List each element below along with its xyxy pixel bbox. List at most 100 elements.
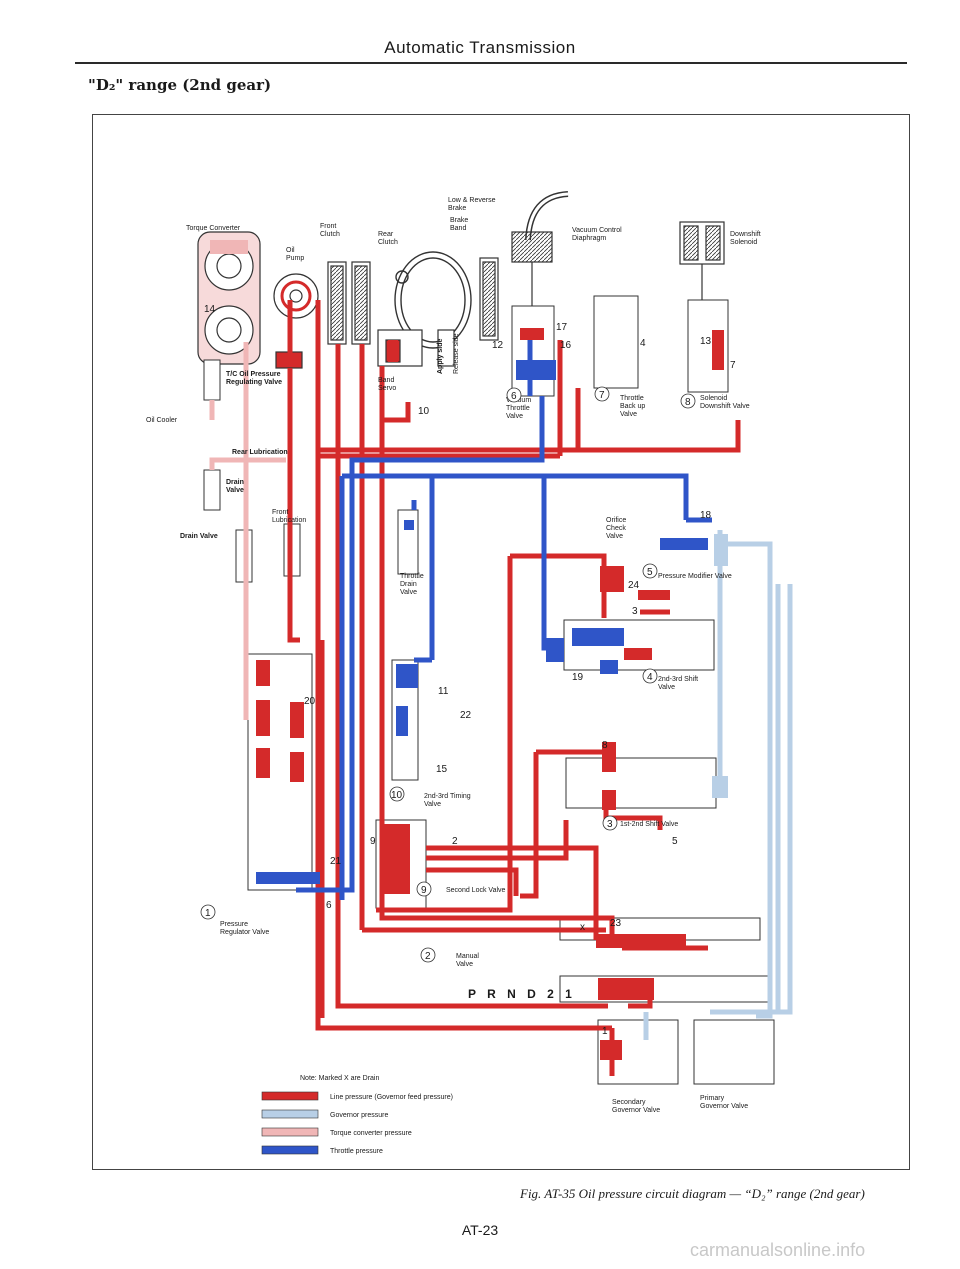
front-clutch (327, 261, 371, 345)
port-15-a: 15 (436, 764, 448, 775)
valve-number-2-circle (420, 947, 436, 963)
port-6-a: 6 (326, 900, 332, 911)
valve-number-5: 5 (647, 567, 653, 578)
port-23: 23 (610, 918, 622, 929)
valve-number-10: 10 (391, 790, 403, 801)
brake-band-drum (394, 251, 472, 349)
port-21: 21 (330, 856, 342, 867)
vacuum-control-diaphragm (511, 191, 569, 312)
valve-number-markers (200, 386, 696, 963)
valve-number-10-circle (389, 786, 405, 802)
diagram-frame (92, 114, 910, 1170)
legend-label-torque-converter-pressure: Torque converter pressure (330, 1130, 412, 1137)
valve-number-8-circle (680, 393, 696, 409)
port-16-a: 16 (560, 340, 572, 351)
line-pressure-circuit (287, 300, 741, 1076)
port-5-a: 5 (672, 836, 678, 847)
valve-number-7-circle (594, 386, 610, 402)
port-20: 20 (304, 696, 316, 707)
valve-number-5-circle (642, 563, 658, 579)
legend-label-throttle-pressure: Throttle pressure (330, 1148, 383, 1155)
port-12-a: 12 (492, 340, 504, 351)
legend-note: Note: Marked X are Drain (300, 1075, 379, 1082)
legend-swatch-line-pressure (261, 1091, 319, 1101)
port-numbers: 14 17 4 13 12 16 7 10 11 22 18 20 21 6 1… (204, 304, 736, 1037)
header-rule (75, 62, 907, 64)
valve-number-3: 3 (607, 819, 613, 830)
legend-swatch-throttle-pressure (261, 1145, 319, 1155)
torque-converter (197, 231, 261, 365)
drain-mark-x: x (580, 922, 585, 933)
valve-number-4-circle (642, 668, 658, 684)
port-13-a: 13 (700, 336, 712, 347)
low-reverse-brake (479, 257, 499, 341)
valve-number-text: 1 2 3 4 5 6 7 8 9 10 (205, 390, 691, 962)
label-rear-lubrication: Rear Lubrication (232, 449, 288, 456)
legend-swatch-torque-converter-pressure (261, 1127, 319, 1137)
label-pressure-modifier: Pressure Modifier Valve (658, 573, 732, 580)
valve-number-2: 2 (425, 951, 431, 962)
valve-number-3-circle (602, 815, 618, 831)
valve-number-7: 7 (599, 390, 605, 401)
valve-number-4: 4 (647, 672, 653, 683)
torque-converter-pressure-circuit (209, 342, 286, 720)
valve-number-1-circle (200, 904, 216, 920)
legend-label-line-pressure: Line pressure (Governor feed pressure) (330, 1094, 453, 1101)
governor-blocks (712, 534, 728, 798)
legend-swatch-governor-pressure (261, 1109, 319, 1119)
port-10-a: 10 (418, 406, 430, 417)
watermark: carmanualsonline.info (690, 1240, 866, 1260)
port-14-a: 14 (204, 304, 216, 315)
figure-caption: Fig. AT-35 Oil pressure circuit diagram … (520, 1186, 865, 1201)
label-apply-side: Apply side (437, 338, 444, 374)
valve-number-6-circle (506, 387, 522, 403)
port-24: 24 (628, 580, 640, 591)
valve-number-6: 6 (511, 391, 517, 402)
throttle-blocks (256, 360, 708, 884)
page-header: Automatic Transmission (384, 38, 576, 57)
legend: Note: Marked X are Drain Line pressure (… (261, 1075, 453, 1155)
legend-label-governor-pressure: Governor pressure (330, 1112, 388, 1119)
port-22: 22 (460, 710, 472, 721)
valve-number-1: 1 (205, 908, 211, 919)
label-oil-cooler: Oil Cooler (146, 417, 178, 424)
port-7: 7 (730, 360, 736, 371)
port-9: 9 (370, 836, 376, 847)
port-3: 3 (632, 606, 638, 617)
range-title: "D₂" range (2nd gear) (88, 76, 272, 94)
label-release-side: Release side (453, 333, 460, 374)
page-number: AT-23 (461, 1222, 499, 1238)
port-2: 2 (452, 836, 458, 847)
port-19: 19 (572, 672, 584, 683)
label-prnd: P R N D 2 1 (468, 987, 576, 1001)
valve-number-9-circle (416, 881, 432, 897)
label-second-lock: Second Lock Valve (446, 887, 506, 894)
port-11: 11 (438, 686, 449, 697)
downshift-solenoid (679, 221, 725, 300)
port-17: 17 (556, 322, 568, 333)
label-drain-valve: Drain Valve (180, 533, 218, 540)
